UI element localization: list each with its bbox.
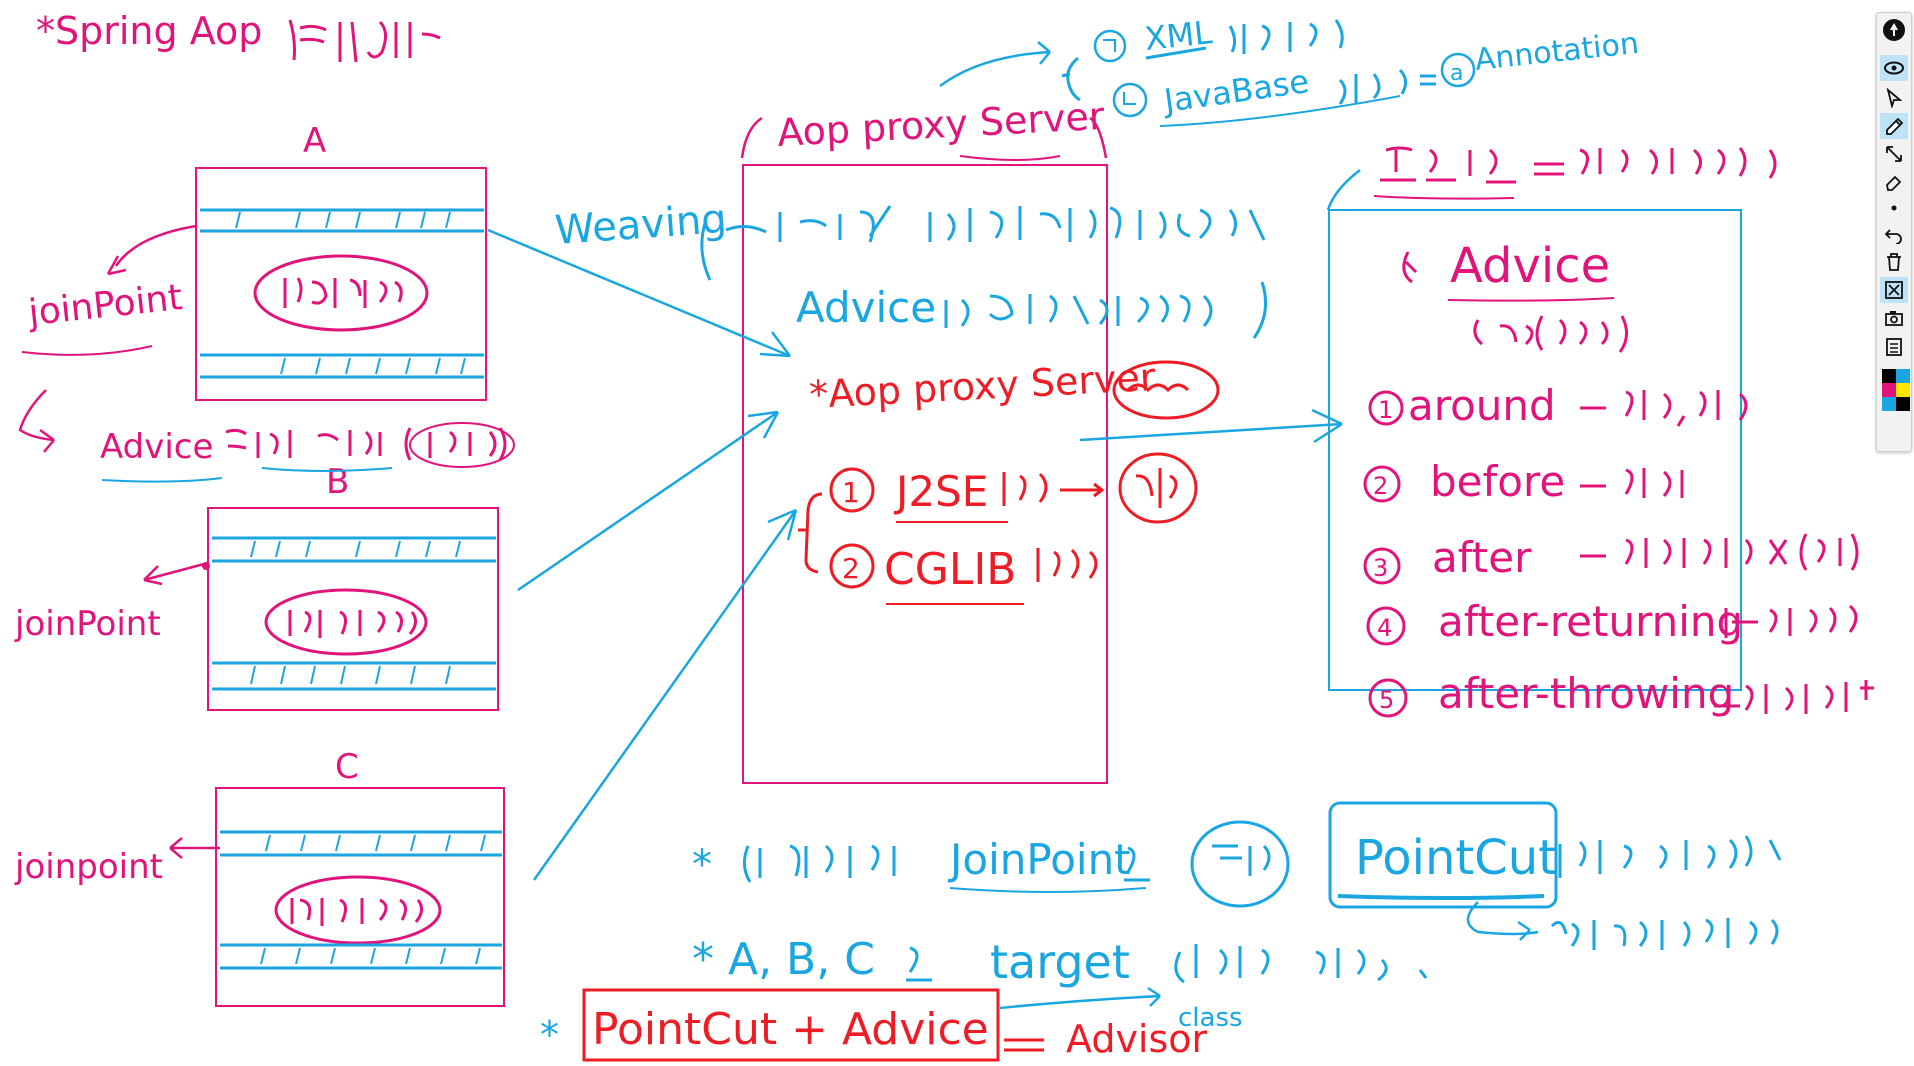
class-arrow xyxy=(999,986,1161,1010)
eye-icon[interactable] xyxy=(1880,55,1908,81)
target-box-a: A xyxy=(195,121,487,401)
advice-box: Advice 1 around 2 before 3 after 4 after… xyxy=(1326,146,1874,718)
clear-icon[interactable] xyxy=(1880,277,1908,303)
common-function-handwriting xyxy=(1380,146,1777,184)
svg-text:4: 4 xyxy=(1377,614,1392,642)
undo-icon[interactable] xyxy=(1880,221,1908,247)
formula-box xyxy=(582,988,1000,1062)
color-swatch-yellow[interactable] xyxy=(1896,383,1910,397)
bottom-targets: * A, B, C xyxy=(692,934,875,985)
grouped-circle xyxy=(1190,820,1290,908)
advice-box-title: Advice xyxy=(1450,238,1610,294)
box-label-b: B xyxy=(326,462,349,502)
target-box-c: C xyxy=(215,747,505,1007)
svg-text:3: 3 xyxy=(1373,554,1388,582)
color-swatch-blue-2[interactable] xyxy=(1882,397,1896,411)
proxy-item-j2se: J2SE xyxy=(893,467,988,516)
advice-item-after-returning: after-returning xyxy=(1438,597,1743,646)
joinpoint-arrow-b xyxy=(143,562,205,586)
dot-icon[interactable] xyxy=(1880,195,1908,221)
svg-text:1: 1 xyxy=(1378,396,1393,424)
title-handwriting xyxy=(288,19,441,63)
default-circle xyxy=(1118,452,1198,524)
weaving-advice-label: Advice xyxy=(796,283,936,332)
color-swatch-black[interactable] xyxy=(1882,369,1896,383)
svg-text:2: 2 xyxy=(842,552,860,585)
pointer-icon[interactable] xyxy=(1880,85,1908,111)
proxy-items-bracket xyxy=(798,492,823,574)
color-swatch-black-2[interactable] xyxy=(1896,397,1910,411)
formula-left: PointCut + Advice xyxy=(592,1004,989,1055)
logo-icon[interactable] xyxy=(1880,17,1908,43)
board-title: *Spring Aop xyxy=(36,9,262,53)
svg-text:1: 1 xyxy=(842,476,860,509)
bottom-target: target xyxy=(990,935,1130,989)
pen-icon[interactable] xyxy=(1880,113,1908,139)
eraser-icon[interactable] xyxy=(1880,169,1908,195)
svg-text:a: a xyxy=(1450,61,1463,86)
clipboard-icon[interactable] xyxy=(1880,333,1908,359)
core-function-oval-b xyxy=(264,588,428,656)
formula-right: Advisor xyxy=(1066,1017,1208,1061)
arrow-a-to-proxy xyxy=(487,228,791,358)
proxy-item-cglib: CGLIB xyxy=(884,544,1017,595)
core-function-oval-c xyxy=(274,875,442,945)
box-label-c: C xyxy=(335,747,359,787)
bottom-pointcut: PointCut xyxy=(1355,830,1557,886)
svg-text:5: 5 xyxy=(1379,686,1394,714)
color-swatch-pink[interactable] xyxy=(1882,383,1896,397)
joinpoint-arrow-c xyxy=(169,837,220,859)
advice-item-before: before xyxy=(1430,457,1565,506)
advice-item-after: after xyxy=(1432,533,1532,582)
star-note-1: * xyxy=(692,842,712,888)
star-note-1-handwriting xyxy=(743,844,896,883)
advice-note-arrow xyxy=(18,389,55,453)
box-label-a: A xyxy=(303,121,326,161)
pointcut-box xyxy=(1328,801,1558,909)
config-arrow xyxy=(939,41,1051,88)
resize-icon[interactable] xyxy=(1880,141,1908,167)
camera-icon[interactable] xyxy=(1880,305,1908,331)
color-swatch-blue[interactable] xyxy=(1896,369,1910,383)
joinpoint-label-c: joinpoint xyxy=(14,847,163,887)
class-note: class xyxy=(1178,1003,1243,1033)
star-note-3: * xyxy=(540,1013,559,1057)
drawing-toolbar xyxy=(1876,12,1912,452)
joinpoint-label-b: joinPoint xyxy=(14,604,161,644)
advice-note-handwriting xyxy=(225,427,507,461)
arrow-c-to-proxy xyxy=(532,508,798,881)
target-box-b: B xyxy=(207,462,499,711)
core-function-oval-a xyxy=(253,254,429,332)
color-palette xyxy=(1882,369,1910,443)
advice-item-after-throwing: after-throwing xyxy=(1438,669,1734,718)
advice-note-label: Advice xyxy=(100,427,213,467)
joinpoint-arrow-a xyxy=(106,224,197,276)
config-xml: XML xyxy=(1143,13,1214,58)
weaving-handwriting xyxy=(725,205,1266,243)
svg-text:2: 2 xyxy=(1373,472,1388,500)
bottom-joinpoint: JoinPoint xyxy=(947,835,1131,884)
arrow-b-to-proxy xyxy=(517,410,780,592)
advice-item-around: around xyxy=(1408,381,1556,430)
trash-icon[interactable] xyxy=(1880,249,1908,275)
